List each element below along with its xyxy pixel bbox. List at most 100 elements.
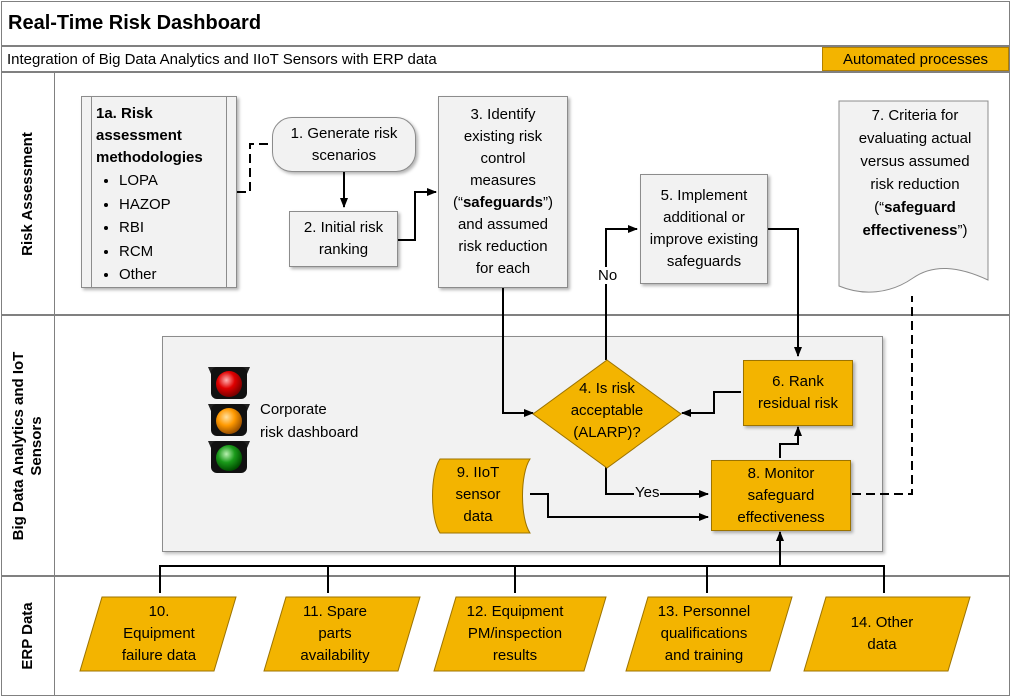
methods-title-line1: 1a. Risk bbox=[96, 105, 153, 122]
node-2-line1: 2. Initial risk bbox=[303, 219, 384, 236]
node-2-initial-ranking[interactable]: 2. Initial risk ranking bbox=[289, 211, 398, 267]
node-3-line3: control bbox=[480, 150, 526, 167]
node-1a-methodologies[interactable]: 1a. Risk assessment methodologies LOPA H… bbox=[81, 96, 237, 288]
node-9-line1: 9. IIoT bbox=[456, 464, 500, 481]
methods-item-hazop: HAZOP bbox=[119, 193, 171, 217]
node-3-quote-open: (“ bbox=[452, 194, 463, 211]
methods-title-line2: assessment bbox=[96, 127, 182, 144]
node-9-line2: sensor bbox=[455, 486, 501, 503]
node-4-line1: 4. Is risk bbox=[579, 380, 635, 397]
node-3-identify-safeguards[interactable]: 3. Identify existing risk control measur… bbox=[438, 96, 568, 288]
edge-label-yes: Yes bbox=[634, 484, 661, 501]
node-3-quote-close: ”) bbox=[543, 194, 554, 211]
node-6-rank-residual[interactable]: 6. Rank residual risk bbox=[743, 360, 853, 426]
node-9-line3: data bbox=[463, 508, 493, 525]
methods-item-lopa: LOPA bbox=[119, 169, 171, 193]
node-7-quote-close: ”) bbox=[957, 222, 968, 239]
node-8-line2: safeguard bbox=[747, 486, 815, 504]
node-7-criteria-shape bbox=[838, 100, 989, 293]
node-7-quote-open: (“ bbox=[874, 199, 885, 216]
methods-item-other: Other bbox=[119, 263, 171, 287]
node-4-line3: (ALARP)? bbox=[573, 424, 641, 441]
node-3-safeguards-bold: safeguards bbox=[462, 194, 544, 211]
node-5-line3: improve existing bbox=[649, 231, 759, 248]
node-8-line1: 8. Monitor bbox=[747, 464, 815, 482]
node-7-effectiveness-bold: effectiveness bbox=[862, 222, 958, 239]
node-12-pm-inspection[interactable]: 12. Equipment PM/inspection results bbox=[442, 600, 588, 668]
dashboard-label: Corporate risk dashboard bbox=[260, 398, 358, 444]
erp-shape-10 bbox=[79, 596, 237, 672]
erp-shape-13 bbox=[625, 596, 793, 672]
node-7-line6: effectiveness”) bbox=[840, 219, 990, 242]
node-4-line2: acceptable bbox=[570, 402, 644, 419]
methods-list: LOPA HAZOP RBI RCM Other bbox=[82, 169, 171, 287]
node-13-personnel[interactable]: 13. Personnel qualifications and trainin… bbox=[634, 600, 774, 668]
node-3-line6: and assumed bbox=[457, 216, 549, 233]
dashboard-label-line2: risk dashboard bbox=[260, 424, 359, 441]
node-10-line1: 10. bbox=[148, 603, 170, 620]
node-1-generate-scenarios[interactable]: 1. Generate risk scenarios bbox=[272, 117, 416, 172]
node-7-line4: risk reduction bbox=[870, 176, 960, 193]
lane-label-big-data-line2: Sensors bbox=[28, 415, 45, 476]
methods-item-rcm: RCM bbox=[119, 240, 171, 264]
node-13-line1: 13. Personnel bbox=[657, 603, 751, 620]
light-red bbox=[208, 367, 250, 399]
node-12-line1: 12. Equipment bbox=[466, 603, 564, 620]
node-4-is-risk-acceptable[interactable]: 4. Is risk acceptable (ALARP)? bbox=[552, 378, 662, 444]
node-11-line2: parts bbox=[318, 625, 352, 642]
methods-bar-right bbox=[226, 97, 227, 287]
node-14-other-data[interactable]: 14. Other data bbox=[812, 600, 952, 668]
node-11-line3: availability bbox=[300, 647, 370, 664]
node-7-safeguard-bold: safeguard bbox=[884, 199, 956, 216]
node-3-line1: 3. Identify bbox=[470, 106, 536, 123]
node-6-line2: residual risk bbox=[757, 395, 839, 412]
node-9-sensor-shape bbox=[432, 458, 531, 534]
node-5-implement-safeguards[interactable]: 5. Implement additional or improve exist… bbox=[640, 174, 768, 284]
node-10-line2: Equipment bbox=[123, 625, 195, 642]
node-9-iiot-sensor-data[interactable]: 9. IIoT sensor data bbox=[436, 462, 520, 528]
erp-shape-11 bbox=[263, 596, 421, 672]
node-3-line5: (“safeguards”) bbox=[453, 192, 553, 214]
node-7-line2: evaluating actual bbox=[858, 130, 972, 147]
lane-header-erp: ERP Data bbox=[1, 577, 55, 695]
edge-label-no: No bbox=[596, 267, 620, 284]
node-2-line2: ranking bbox=[318, 241, 369, 258]
node-8-line3: effectiveness bbox=[737, 508, 825, 526]
node-3-line7: risk reduction bbox=[458, 238, 548, 255]
erp-shape-12 bbox=[433, 596, 607, 672]
node-13-line2: qualifications bbox=[660, 625, 748, 642]
node-7-line5: (“safeguard bbox=[840, 196, 990, 219]
methods-title-line3: methodologies bbox=[96, 149, 203, 166]
node-14-line1: 14. Other bbox=[850, 614, 914, 631]
node-4-decision-shape bbox=[532, 359, 682, 469]
node-7-line3: versus assumed bbox=[860, 153, 970, 170]
methods-item-rbi: RBI bbox=[119, 216, 171, 240]
node-3-line2: existing risk bbox=[463, 128, 543, 145]
node-5-line2: additional or bbox=[663, 209, 745, 226]
node-6-line1: 6. Rank bbox=[772, 373, 824, 390]
node-14-line2: data bbox=[867, 636, 897, 653]
erp-shape-14 bbox=[803, 596, 971, 672]
lane-label-big-data-line1: Big Data Analytics and IoT bbox=[10, 351, 27, 540]
page-title: Real-Time Risk Dashboard bbox=[1, 1, 1010, 46]
node-11-spare-parts[interactable]: 11. Spare parts availability bbox=[270, 600, 400, 668]
lane-header-big-data: Big Data Analytics and IoT Sensors bbox=[1, 316, 55, 575]
node-7-criteria[interactable]: 7. Criteria for evaluating actual versus… bbox=[840, 104, 990, 242]
lane-label-erp: ERP Data bbox=[19, 602, 36, 670]
light-green bbox=[208, 441, 250, 473]
node-3-line4: measures bbox=[470, 172, 536, 189]
erp-shapes bbox=[79, 596, 971, 672]
node-1-line2: scenarios bbox=[311, 146, 377, 164]
node-5-line4: safeguards bbox=[666, 253, 742, 270]
node-3-line8: for each bbox=[475, 260, 531, 277]
node-10-failure-data[interactable]: 10. Equipment failure data bbox=[94, 600, 224, 668]
node-12-line3: results bbox=[492, 647, 538, 664]
methods-title: 1a. Risk assessment methodologies bbox=[96, 103, 224, 169]
light-amber bbox=[208, 404, 250, 436]
node-1-line1: 1. Generate risk bbox=[290, 124, 398, 142]
legend-automated-processes: Automated processes bbox=[822, 47, 1009, 71]
lane-label-risk: Risk Assessment bbox=[19, 131, 36, 256]
node-12-line2: PM/inspection bbox=[467, 625, 563, 642]
node-8-monitor-effectiveness[interactable]: 8. Monitor safeguard effectiveness bbox=[711, 460, 851, 531]
traffic-light-icon bbox=[208, 367, 250, 473]
